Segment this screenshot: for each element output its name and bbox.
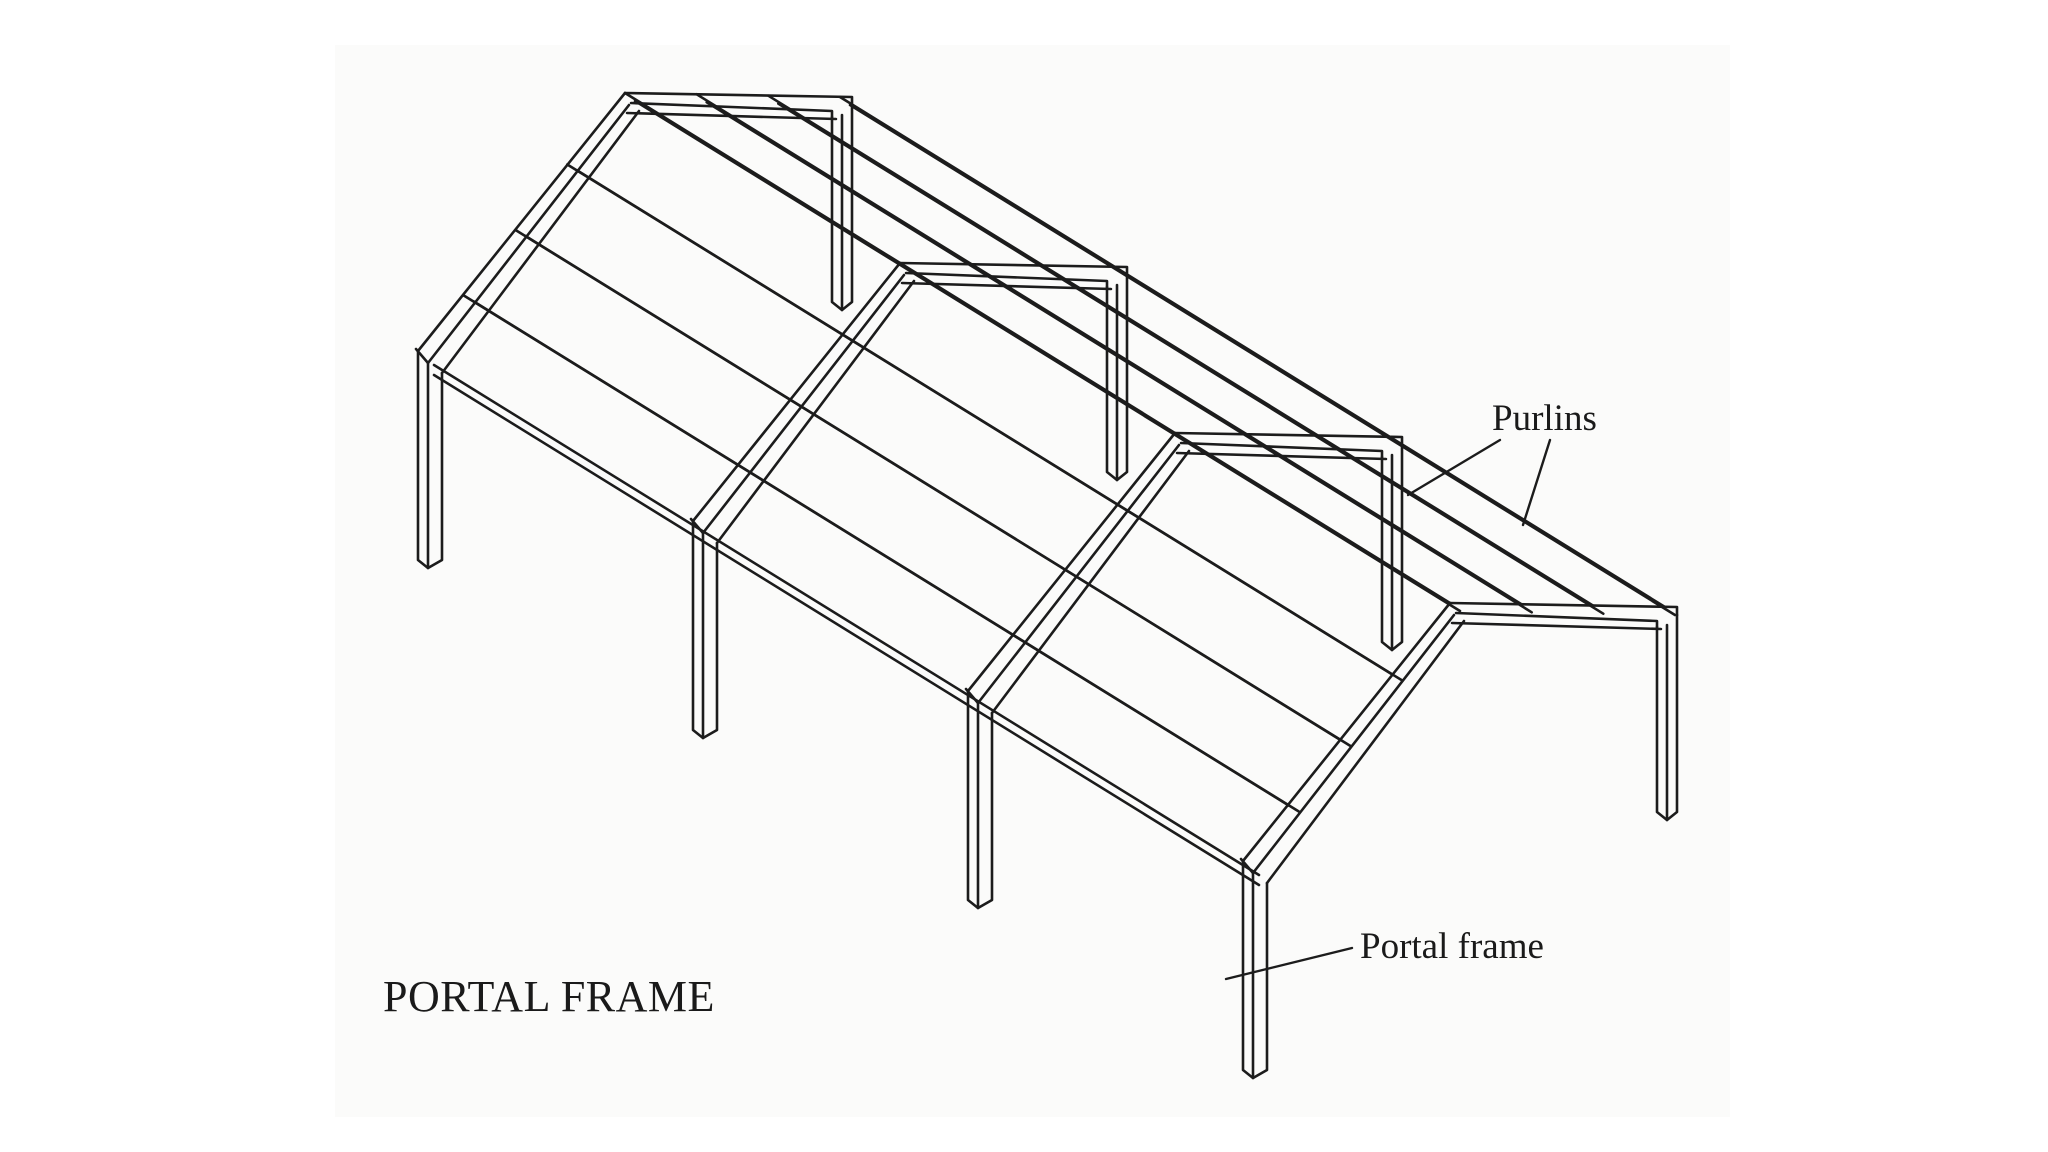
- far-purlin-line: [705, 101, 1533, 614]
- far-rafter: [629, 101, 834, 119]
- far-rafter: [898, 261, 1129, 277]
- rafter-knee: [1239, 857, 1255, 875]
- far-rafter: [1179, 441, 1384, 459]
- far-rafter: [900, 281, 1113, 291]
- purlins-leader-1: [1406, 438, 1502, 497]
- label-leaders: [1224, 438, 1552, 981]
- purlins-label: Purlins: [1492, 398, 1597, 439]
- rafter-knee: [689, 517, 705, 535]
- far-rafter: [625, 111, 838, 121]
- near-rafter: [440, 109, 641, 375]
- purlins-leader-2: [1521, 438, 1552, 527]
- near-column: [416, 349, 444, 570]
- near-purlin-line: [524, 234, 1352, 748]
- far-purlin-line: [633, 99, 1462, 613]
- portal-frames: [414, 91, 1679, 1080]
- near-column: [691, 519, 719, 740]
- far-rafter: [1450, 621, 1663, 631]
- far-columns: [830, 103, 1679, 822]
- far-purlin-line: [695, 93, 1523, 606]
- near-rafter: [966, 431, 1177, 693]
- near-rafter: [1265, 619, 1466, 885]
- eave-beam-line: [432, 373, 1261, 887]
- near-purlin-line: [575, 169, 1404, 682]
- far-rafter: [1448, 601, 1679, 617]
- near-rafter: [1251, 613, 1456, 875]
- far-rafter: [1175, 451, 1388, 461]
- portal-frame-leader: [1224, 946, 1354, 981]
- eave-beam-line: [432, 363, 1261, 877]
- near-rafter: [976, 443, 1181, 705]
- near-rafter: [426, 103, 631, 365]
- far-purlin-line: [838, 95, 1667, 609]
- far-rafter: [1454, 611, 1659, 629]
- far-purlin-line: [623, 91, 1452, 605]
- near-rafter: [990, 449, 1191, 715]
- near-rafter: [1241, 601, 1452, 863]
- near-slope-purlins: [432, 163, 1404, 887]
- far-rafter: [904, 271, 1109, 289]
- portal-frame-label: Portal frame: [1360, 926, 1544, 967]
- far-rafter: [623, 91, 854, 107]
- far-slope-purlins: [623, 91, 1677, 617]
- far-purlin-line: [776, 102, 1605, 616]
- diagram-panel: [335, 45, 1730, 1117]
- far-rafter: [1173, 431, 1404, 447]
- near-rafter: [691, 261, 902, 523]
- diagram-title: PORTAL FRAME: [383, 972, 715, 1021]
- near-rafter: [701, 273, 906, 535]
- far-purlin-line: [766, 94, 1595, 608]
- near-rafter: [715, 279, 916, 545]
- rafter-knee: [414, 347, 430, 365]
- near-rafter: [416, 91, 627, 353]
- far-purlin-line: [848, 103, 1677, 617]
- near-column: [966, 689, 994, 910]
- near-purlin-line: [472, 300, 1301, 813]
- rafter-knee: [964, 687, 980, 705]
